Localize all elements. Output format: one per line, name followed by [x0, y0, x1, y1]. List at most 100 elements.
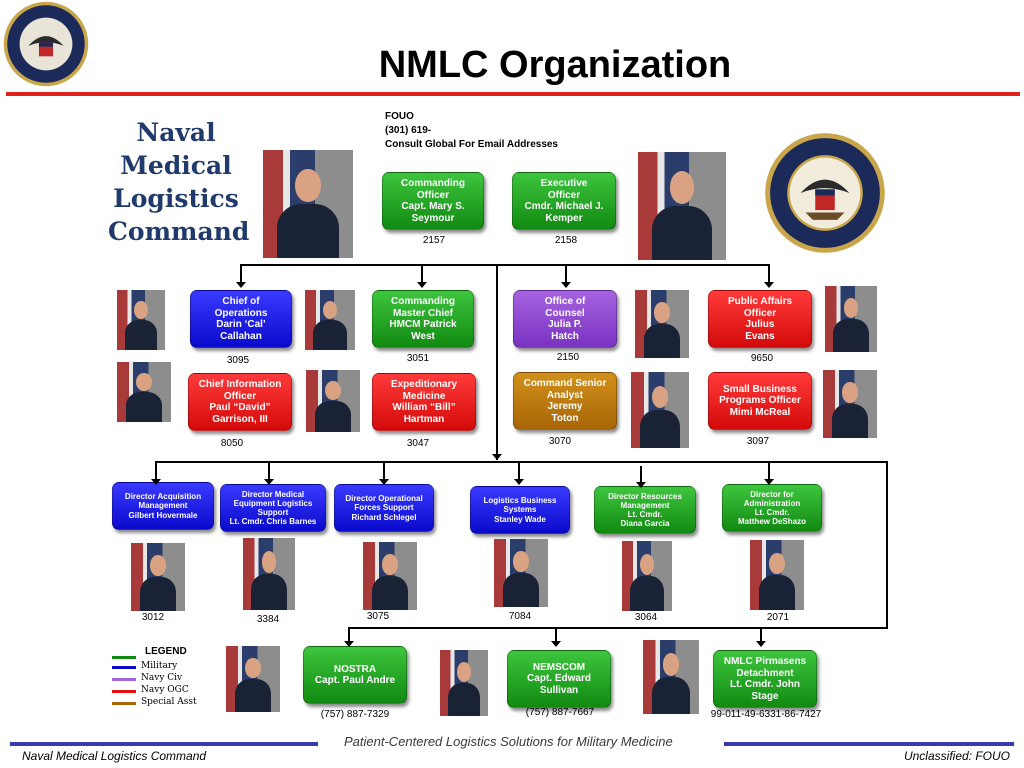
public-affairs-officer-box: Public Affairs Officer Julius Evans: [708, 290, 812, 348]
nmlc-pirmasens-box: NMLC Pirmasens Detachment Lt. Cmdr. John…: [713, 650, 817, 708]
connector-line: [383, 461, 385, 481]
legend-item-military: Military: [112, 661, 232, 673]
logistics-business-systems-box: Logistics Business Systems Stanley Wade: [470, 486, 570, 534]
navy-seal-logo-small: [2, 0, 90, 88]
director-medical-equipment-ext: 3384: [256, 614, 280, 625]
connector-line: [886, 461, 888, 629]
connector-line: [268, 461, 270, 481]
connector-line: [640, 466, 642, 484]
chief-information-officer-box: Chief Information Officer Paul “David” G…: [188, 373, 292, 431]
public-affairs-officer-ext: 9650: [750, 353, 774, 364]
legend-label-navy-civ: Navy Civ: [141, 673, 183, 683]
small-business-officer-box: Small Business Programs Officer Mimi McR…: [708, 372, 812, 430]
legend-swatch-green: [112, 656, 136, 659]
footer-rule-right: [724, 742, 1014, 746]
nmlc-seal-logo: [764, 132, 886, 254]
title-divider: [6, 92, 1020, 96]
chief-of-operations-ext: 3095: [226, 355, 250, 366]
connector-line: [555, 627, 557, 643]
director-operational-forces-ext: 3075: [366, 611, 390, 622]
connector-line: [155, 461, 887, 463]
photo-nostra: [226, 646, 280, 712]
connector-line: [348, 627, 888, 629]
director-acquisition-box: Director Acquisition Management Gilbert …: [112, 482, 214, 530]
legend-title: LEGEND: [145, 646, 187, 657]
org-name: Naval Medical Logistics Command: [108, 118, 250, 246]
director-medical-equipment-box: Director Medical Equipment Logistics Sup…: [220, 484, 326, 532]
photo-small-business-officer: [823, 370, 877, 438]
director-administration-ext: 2071: [766, 612, 790, 623]
legend-swatch-special-asst: [112, 702, 136, 705]
photo-nemscom-left: [440, 650, 488, 716]
photo-director-acquisition: [131, 543, 185, 611]
footer-left-text: Naval Medical Logistics Command: [22, 749, 207, 763]
command-master-chief-ext: 3051: [406, 353, 430, 364]
photo-expeditionary-medicine: [306, 370, 360, 432]
nemscom-box: NEMSCOM Capt. Edward Sullivan: [507, 650, 611, 708]
contact-line-3: Consult Global For Email Addresses: [385, 139, 558, 150]
director-operational-forces-box: Director Operational Forces Support Rich…: [334, 484, 434, 532]
photo-logistics-business-systems: [494, 539, 548, 607]
nostra-ext: (757) 887-7329: [320, 709, 390, 720]
photo-commanding-officer: [263, 150, 353, 258]
legend-swatch-navy-civ: [112, 678, 136, 681]
director-resources-box: Director Resources Management Lt. Cmdr. …: [594, 486, 696, 534]
contact-line-1: FOUO: [385, 111, 414, 122]
page-title: NMLC Organization: [378, 44, 732, 86]
executive-officer-ext: 2158: [554, 235, 578, 246]
connector-line: [240, 264, 770, 266]
legend-item-civil: [112, 651, 142, 663]
nostra-box: NOSTRA Capt. Paul Andre: [303, 646, 407, 704]
legend-item-special-asst: Special Asst: [112, 697, 232, 709]
footer-tagline: Patient-Centered Logistics Solutions for…: [344, 734, 673, 749]
connector-line: [155, 461, 157, 481]
connector-line: [768, 461, 770, 481]
photo-office-of-counsel: [635, 290, 689, 358]
photo-director-resources: [622, 541, 672, 611]
nemscom-ext: (757) 887-7667: [525, 707, 595, 718]
photo-chief-information-officer: [117, 362, 171, 422]
photo-director-medical-equipment: [243, 538, 295, 610]
executive-officer-box: Executive Officer Cmdr. Michael J. Kempe…: [512, 172, 616, 230]
photo-command-master-chief: [305, 290, 355, 350]
footer-rule-left: [10, 742, 318, 746]
photo-director-administration: [750, 540, 804, 610]
logistics-business-systems-ext: 7084: [508, 611, 532, 622]
photo-executive-officer: [638, 152, 726, 260]
command-master-chief-box: Commanding Master Chief HMCM Patrick Wes…: [372, 290, 474, 348]
connector-line: [421, 264, 423, 284]
office-of-counsel-box: Office of Counsel Julia P. Hatch: [513, 290, 617, 348]
director-resources-ext: 3064: [634, 612, 658, 623]
chief-of-operations-box: Chief of Operations Darin ‘Cal’ Callahan: [190, 290, 292, 348]
contact-line-2: (301) 619-: [385, 125, 432, 136]
commanding-officer-ext: 2157: [422, 235, 446, 246]
footer-classification: Unclassified: FOUO: [903, 749, 1010, 763]
legend-label-military: Military: [141, 661, 178, 671]
legend-item-navy-ogc: Navy OGC: [112, 685, 232, 697]
commanding-officer-box: Commanding Officer Capt. Mary S. Seymour: [382, 172, 484, 230]
photo-public-affairs-officer: [825, 286, 877, 352]
connector-line: [348, 627, 350, 643]
nmlc-pirmasens-ext: 99-011-49-6331-86-7427: [710, 709, 822, 720]
photo-nemscom-right: [643, 640, 699, 714]
photo-director-operational-forces: [363, 542, 417, 610]
legend-item-navy-civ: Navy Civ: [112, 673, 232, 685]
connector-line: [518, 461, 520, 481]
connector-line: [496, 264, 498, 460]
director-acquisition-ext: 3012: [141, 612, 165, 623]
legend-label-special-asst: Special Asst: [141, 697, 197, 707]
photo-chief-of-operations: [117, 290, 165, 350]
expeditionary-medicine-ext: 3047: [406, 438, 430, 449]
connector-line: [760, 627, 762, 643]
connector-line: [240, 264, 242, 284]
connector-line: [768, 264, 770, 284]
legend-swatch-military: [112, 666, 136, 669]
chief-information-officer-ext: 8050: [220, 438, 244, 449]
command-senior-analyst-ext: 3070: [548, 436, 572, 447]
expeditionary-medicine-box: Expeditionary Medicine William “Bill” Ha…: [372, 373, 476, 431]
connector-line: [565, 264, 567, 284]
contact-block: FOUO (301) 619- Consult Global For Email…: [385, 110, 558, 152]
legend-swatch-navy-ogc: [112, 690, 136, 693]
photo-command-senior-analyst: [631, 372, 689, 448]
command-senior-analyst-box: Command Senior Analyst Jeremy Toton: [513, 372, 617, 430]
